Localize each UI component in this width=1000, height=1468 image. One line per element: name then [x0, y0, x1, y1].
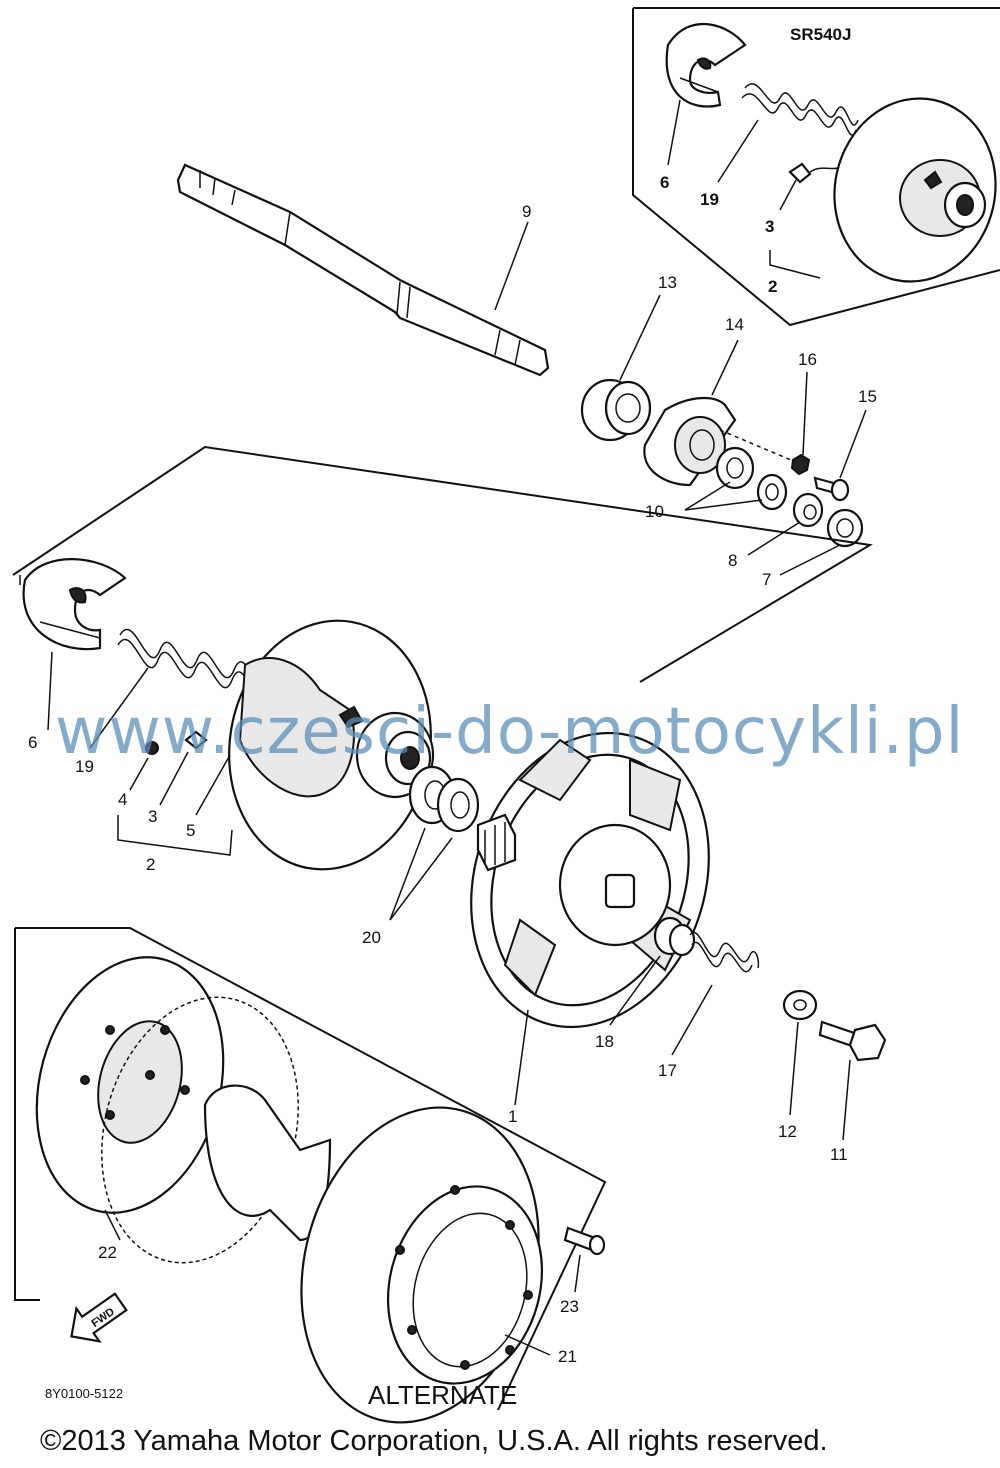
callout-11: 11: [830, 1145, 848, 1164]
model-label: SR540J: [790, 25, 851, 44]
callout-23: 23: [560, 1297, 579, 1316]
bearing: 13: [580, 273, 677, 442]
callout-19b: 19: [75, 757, 94, 776]
collar-and-spring: 18 17: [595, 916, 760, 1080]
movable-sheave-inset: [833, 97, 997, 283]
callout-3: 3: [765, 217, 774, 236]
callout-8: 8: [728, 551, 737, 570]
callout-7: 7: [762, 570, 771, 589]
primary-shaft: 9: [176, 163, 550, 377]
copyright-footer: ©2013 Yamaha Motor Corporation, U.S.A. A…: [40, 1425, 828, 1457]
callout-5: 5: [186, 821, 195, 840]
callout-3b: 3: [148, 807, 157, 826]
callout-4: 4: [118, 790, 127, 809]
slider-inset: [788, 162, 812, 184]
callout-22: 22: [98, 1243, 117, 1262]
callout-6b: 6: [28, 733, 37, 752]
primary-sheave-box: 6 19 4 3 5 2: [12, 445, 873, 874]
callout-17: 17: [658, 1061, 677, 1080]
screw: [145, 741, 159, 755]
drawing-number: 8Y0100-5122: [45, 1386, 123, 1401]
alternate-box: 23 22 21 ALTERNATE: [14, 927, 607, 1424]
callout-19: 19: [700, 190, 719, 209]
callout-20: 20: [362, 928, 381, 947]
cam-weight: [22, 558, 127, 651]
spring-inset: [741, 83, 859, 136]
cover-plate: 14: [643, 315, 799, 487]
spring: [117, 628, 267, 697]
callout-14: 14: [725, 315, 744, 334]
callout-10: 10: [645, 502, 664, 521]
fixed-sheave: 1: [470, 731, 710, 1126]
watermark: www.czesci-do-motocykli.pl: [55, 695, 965, 769]
alternate-label: ALTERNATE: [368, 1380, 517, 1410]
callout-6: 6: [660, 173, 669, 192]
washers-group: 16 15 10 8 7: [645, 350, 877, 589]
sr540j-inset: SR540J 6 19 3 2: [632, 7, 1000, 327]
slider: [184, 730, 208, 750]
callout-21: 21: [558, 1347, 577, 1366]
callout-2b: 2: [146, 855, 155, 874]
washer-and-bolt: 12 11: [778, 989, 887, 1164]
bushings: 20: [362, 765, 480, 947]
callout-9: 9: [522, 202, 531, 221]
fwd-arrow-icon: FWD: [70, 1292, 128, 1343]
callout-2: 2: [768, 277, 777, 296]
movable-sheave: [228, 619, 435, 871]
callout-1: 1: [508, 1107, 517, 1126]
cam-weight-inset: [665, 22, 747, 108]
callout-12: 12: [778, 1122, 797, 1141]
callout-16: 16: [798, 350, 817, 369]
callout-13: 13: [658, 273, 677, 292]
callout-15: 15: [858, 387, 877, 406]
callout-18: 18: [595, 1032, 614, 1051]
